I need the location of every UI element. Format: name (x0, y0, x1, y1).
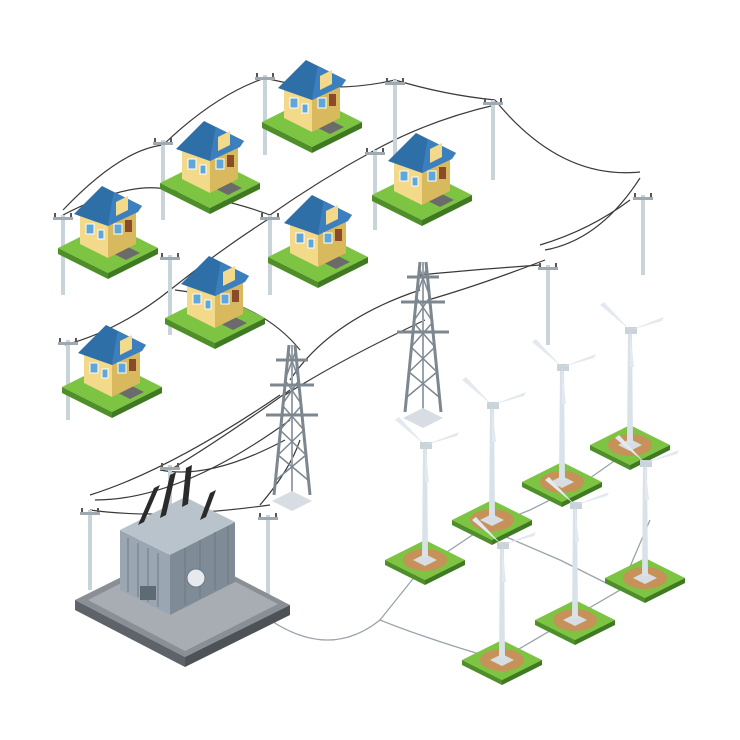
wind-turbines (385, 302, 685, 685)
utility-pole (255, 73, 275, 155)
transmission-tower (395, 260, 451, 430)
underground-cable (269, 449, 651, 661)
overhead-wires (62, 77, 641, 515)
wind-turbine (385, 417, 465, 585)
utility-pole (483, 98, 503, 180)
transmission-towers (264, 260, 451, 513)
utility-pole (80, 508, 100, 590)
substation (75, 465, 290, 667)
house (164, 255, 266, 350)
house (159, 120, 261, 215)
insulators (138, 465, 216, 525)
utility-pole (365, 148, 385, 230)
house (261, 59, 363, 154)
transmission-tower (264, 343, 320, 513)
utility-pole (258, 513, 278, 595)
wind-turbine (462, 517, 542, 685)
house (371, 132, 473, 227)
house (267, 194, 369, 289)
wind-turbine (452, 377, 532, 545)
wind-turbine (522, 339, 602, 507)
wind-turbine (590, 302, 670, 470)
utility-pole (58, 338, 78, 420)
utility-pole (538, 263, 558, 345)
utility-pole (633, 193, 653, 275)
